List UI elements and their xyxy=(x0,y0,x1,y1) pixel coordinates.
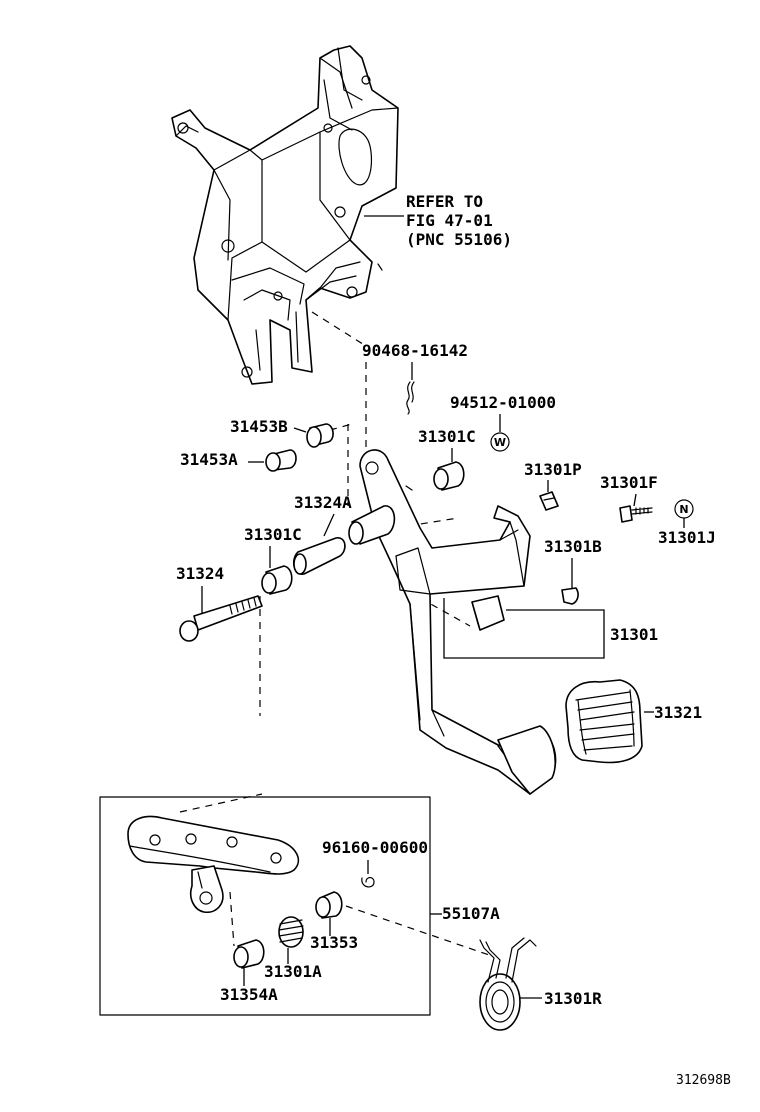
label-31301: 31301 xyxy=(610,625,658,644)
label-31301C-left: 31301C xyxy=(244,525,302,544)
part-31324A: 31324A xyxy=(292,493,352,575)
pedal-arm xyxy=(348,449,557,795)
label-31324A: 31324A xyxy=(294,493,352,512)
part-31321: 31321 xyxy=(565,679,702,764)
part-31353: 31353 xyxy=(310,891,358,952)
part-31301C-top: 31301C xyxy=(418,427,476,491)
label-31301F: 31301F xyxy=(600,473,658,492)
part-31324: 31324 xyxy=(176,564,263,642)
part-31301C-left: 31301C xyxy=(244,525,302,595)
label-94512-01000: 94512-01000 xyxy=(450,393,556,412)
label-31353: 31353 xyxy=(310,933,358,952)
refer-fig-text: FIG 47-01 xyxy=(406,211,493,230)
label-31301A: 31301A xyxy=(264,962,322,981)
label-31301J: 31301J xyxy=(658,528,716,547)
turnover-plate xyxy=(127,815,300,914)
label-31321: 31321 xyxy=(654,703,702,722)
refer-pnc-text: (PNC 55106) xyxy=(406,230,512,249)
part-31301F: 31301F xyxy=(600,473,658,523)
part-94512-01000: 94512-01000 W xyxy=(450,393,556,452)
label-31354A: 31354A xyxy=(220,985,278,1004)
refer-to-text: REFER TO xyxy=(406,192,483,211)
part-31301J: N 31301J xyxy=(658,499,716,547)
part-31301: 31301 xyxy=(443,598,658,659)
part-31453A: 31453A xyxy=(180,449,297,472)
part-90468-16142: 90468-16142 xyxy=(362,341,468,415)
marker-n: N xyxy=(679,503,688,516)
part-31301A: 31301A xyxy=(264,916,322,981)
label-31453B: 31453B xyxy=(230,417,288,436)
label-31301B: 31301B xyxy=(544,537,602,556)
label-55107A: 55107A xyxy=(442,904,500,923)
part-31301B: 31301B xyxy=(544,537,602,605)
label-31324: 31324 xyxy=(176,564,224,583)
part-31354A: 31354A xyxy=(220,939,278,1004)
part-31301R: 31301R xyxy=(479,937,602,1031)
label-31301R: 31301R xyxy=(544,989,602,1008)
label-90468-16142: 90468-16142 xyxy=(362,341,468,360)
refer-to-note: REFER TO FIG 47-01 (PNC 55106) xyxy=(364,192,512,249)
part-96160-00600: 96160-00600 xyxy=(322,838,428,888)
label-31301C-top: 31301C xyxy=(418,427,476,446)
part-31453B: 31453B xyxy=(230,417,334,448)
figure-code: 312698B xyxy=(676,1073,731,1088)
label-31301P: 31301P xyxy=(524,460,582,479)
label-96160-00600: 96160-00600 xyxy=(322,838,428,857)
pedal-support-bracket xyxy=(171,45,399,385)
label-31453A: 31453A xyxy=(180,450,238,469)
kit-box-55107A: 55107A xyxy=(99,796,500,1016)
part-31301P: 31301P xyxy=(524,460,582,511)
marker-w: W xyxy=(494,436,506,449)
